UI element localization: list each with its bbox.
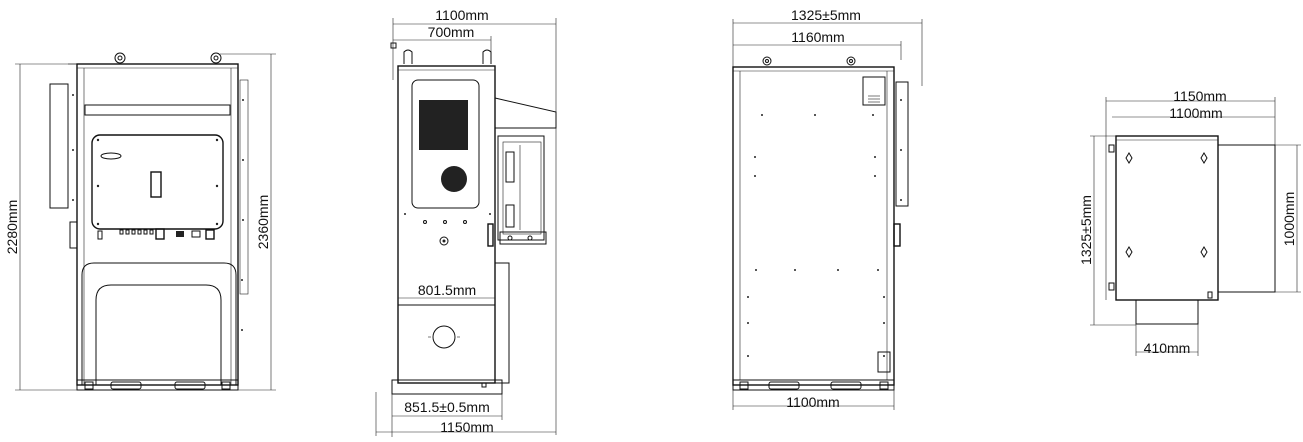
label-side-lift-eye-depth: 700mm [428,24,475,40]
dim-top-body-width: 1100mm [1112,97,1276,145]
dim-rear-base-width: 1100mm [732,390,895,410]
side-door-assembly [487,135,547,247]
label-front-height-right: 2360mm [255,195,271,249]
dim-top-overall-width: 1150mm [1105,88,1275,300]
dim-side-foot-depth: 851.5±0.5mm [391,394,503,437]
dim-side-lift-eye-depth: 700mm [393,24,492,62]
dim-rear-overall-width: 1325±5mm [732,7,923,86]
dim-side-base-depth: 801.5mm [398,282,495,299]
dim-rear-lift-eye-width: 1160mm [733,29,902,60]
side-cable-port [432,325,456,349]
rear-side-panel [895,81,909,207]
label-top-depth-left: 1325±5mm [1078,195,1094,265]
forklift-slot-left [110,381,142,390]
dim-front-height-right: 2360mm [220,53,276,391]
lifting-eye-right [210,52,222,64]
inverter-display [150,171,162,198]
rear-nameplate [862,76,886,106]
label-side-bottom-depth: 1150mm [440,419,493,435]
inverter-connectors [97,228,215,240]
lifting-eye-left [114,52,126,64]
side-fan [441,166,467,192]
side-vent-grille [419,100,468,150]
front-view: 2280mm 2360mm [4,52,276,391]
forklift-slot-right [174,381,206,390]
right-side-panel [239,79,249,295]
label-top-body-width: 1100mm [1169,105,1222,121]
front-base [76,379,239,391]
dim-top-depth-right: 1000mm [1275,144,1301,293]
label-front-height-left: 2280mm [4,200,20,254]
top-view: 1150mm 1100mm 1325±5mm [1078,88,1301,356]
lower-arch-frame [81,262,237,385]
top-door-swing [1217,144,1276,293]
label-rear-lift-eye-width: 1160mm [791,29,844,45]
side-vent-panel [411,79,480,209]
label-side-base-depth: 801.5mm [418,282,476,298]
rear-base [732,379,895,391]
label-top-overall-width: 1150mm [1173,88,1226,104]
side-view: 1100mm 700mm [375,7,557,437]
rear-view: 1325±5mm 1160mm [732,7,923,410]
top-stand [1135,299,1199,325]
dim-front-height-left: 2280mm [4,63,77,391]
dim-top-stand-width: 410mm [1135,324,1199,356]
lower-arch-opening [95,284,222,385]
dim-top-depth-left: 1325±5mm [1078,135,1136,326]
top-mounting-points [1125,152,1208,258]
label-rear-overall-width: 1325±5mm [791,7,861,23]
label-top-depth-right: 1000mm [1281,192,1297,246]
label-rear-base-width: 1100mm [786,394,839,410]
side-foot [391,379,503,395]
top-louver [84,104,231,116]
label-top-stand-width: 410mm [1144,340,1191,356]
side-rain-hood [494,97,557,129]
front-cabinet-body [76,63,239,386]
side-cabinet-body [397,65,496,384]
dim-side-overall-depth: 1100mm [392,7,557,435]
label-side-overall-depth: 1100mm [435,7,488,23]
left-side-door [49,83,69,209]
label-side-foot-depth: 851.5±0.5mm [404,399,490,415]
dim-side-bottom-depth: 1150mm [375,392,556,436]
rear-cabinet-body [732,66,895,386]
inverter-unit [91,134,224,230]
